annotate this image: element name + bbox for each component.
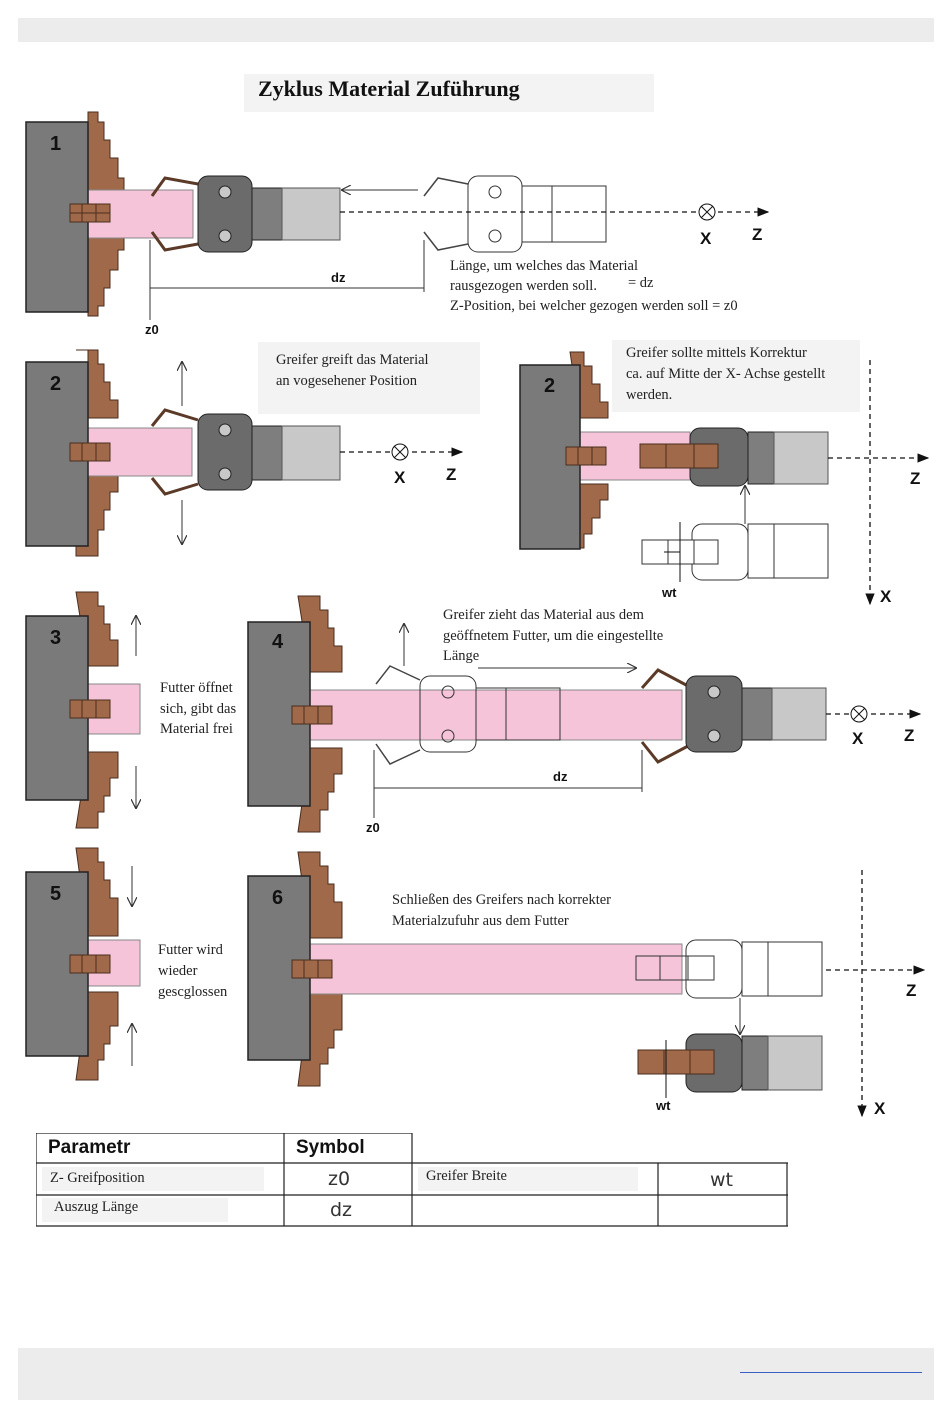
- axis-z-label: Z: [446, 465, 456, 484]
- wt-label: wt: [655, 1098, 671, 1113]
- gripper-finger-top: [150, 176, 199, 197]
- parameter-table: Parametr Symbol Z- Greifposition z0 Grei…: [36, 1133, 788, 1227]
- axis-x-label: X: [880, 587, 892, 606]
- note-line: werden.: [626, 387, 672, 403]
- step-4: 4 X Z dz z0 Greifer zieht das Material a…: [247, 595, 922, 835]
- wt-label: wt: [661, 585, 677, 600]
- note-line: geöffnetem Futter, um die eingestellte: [443, 628, 663, 644]
- table-cell-param: Greifer Breite: [426, 1168, 507, 1184]
- bottom-bar: [18, 1348, 934, 1400]
- note-line: Greifer sollte mittels Korrektur: [626, 345, 807, 361]
- step-6: 6 wt Z X Schließen des Greifers nach kor…: [247, 851, 926, 1118]
- dz-label: dz: [331, 270, 346, 285]
- step-number: 3: [50, 627, 61, 649]
- note-line: rausgezogen werden soll.: [450, 278, 597, 294]
- note-line: gescglossen: [158, 984, 228, 1000]
- axis-z-label: Z: [904, 726, 914, 745]
- table-header-symbol: Symbol: [296, 1137, 365, 1158]
- note-line: sich, gibt das: [160, 701, 236, 717]
- step-number: 4: [272, 631, 284, 653]
- axis-z-label: Z: [752, 225, 762, 244]
- footer-link[interactable]: [740, 1364, 922, 1373]
- step-3: 3 Futter öffnet sich, gibt das Material …: [25, 591, 236, 829]
- step-5: 5 Futter wird wieder gescglossen: [25, 847, 228, 1081]
- note-line: Schließen des Greifers nach korrekter: [392, 892, 611, 908]
- gripper-finger-bottom: [150, 231, 199, 252]
- chuck-jaw-bottom: [87, 237, 125, 317]
- step-2-left: 2 X Z Greifer greift das Material an vog…: [25, 342, 480, 557]
- step-number: 2: [544, 375, 555, 397]
- note-line: Z-Position, bei welcher gezogen werden s…: [450, 298, 738, 314]
- z0-label: z0: [366, 820, 380, 835]
- z0-label: z0: [145, 322, 159, 337]
- table-grid: [36, 1133, 788, 1227]
- table-cell-param: Auszug Länge: [54, 1199, 139, 1215]
- axis-z-label: Z: [910, 469, 920, 488]
- note-line: = dz: [628, 275, 654, 291]
- note-line: Material frei: [160, 721, 233, 737]
- axis-x-label: X: [852, 729, 864, 748]
- title-background: [244, 74, 654, 112]
- note-line: Länge, um welches das Material: [450, 258, 638, 274]
- chuck-jaw-top: [87, 111, 125, 191]
- material-bar: [309, 689, 683, 741]
- note-line: Länge: [443, 648, 479, 664]
- table-cell-symbol: dz: [330, 1199, 353, 1221]
- note-line: Materialzufuhr aus dem Futter: [392, 913, 569, 929]
- step-number: 2: [50, 373, 61, 395]
- table-header-param: Parametr: [48, 1137, 131, 1158]
- cell-background: [418, 1167, 638, 1191]
- step-number: 5: [50, 883, 61, 905]
- cell-background: [42, 1198, 228, 1222]
- step-1: 1 X Z dz z0 Länge, um welches das Materi…: [25, 111, 770, 337]
- dz-label: dz: [553, 769, 568, 784]
- axis-x-label: X: [700, 229, 712, 248]
- axis-z-label: Z: [906, 981, 916, 1000]
- step-number: 1: [50, 133, 61, 155]
- material-bar: [309, 943, 683, 995]
- top-bar: [18, 18, 934, 42]
- axis-x-label: X: [394, 468, 406, 487]
- note-line: Greifer greift das Material: [276, 352, 429, 368]
- page-title: Zyklus Material Zuführung: [258, 76, 520, 101]
- table-cell-param: Z- Greifposition: [50, 1170, 145, 1186]
- cell-background: [42, 1167, 264, 1191]
- note-line: an vogesehener Position: [276, 373, 418, 389]
- note-line: Greifer zieht das Material aus dem: [443, 607, 645, 623]
- axis-x-label: X: [874, 1099, 886, 1118]
- note-line: Futter öffnet: [160, 680, 233, 696]
- table-cell-symbol: z0: [328, 1168, 351, 1190]
- note-line: ca. auf Mitte der X- Achse gestellt: [626, 366, 825, 382]
- step-2-right: 2 wt Z X Greifer sollte mittels Korrektu…: [519, 340, 930, 606]
- note-line: Futter wird: [158, 942, 224, 958]
- step-number: 6: [272, 887, 283, 909]
- table-cell-symbol: wt: [710, 1169, 733, 1191]
- note-line: wieder: [158, 963, 198, 979]
- cycle-diagram: 1 X Z dz z0 Länge, um welches das Materi…: [25, 111, 930, 1118]
